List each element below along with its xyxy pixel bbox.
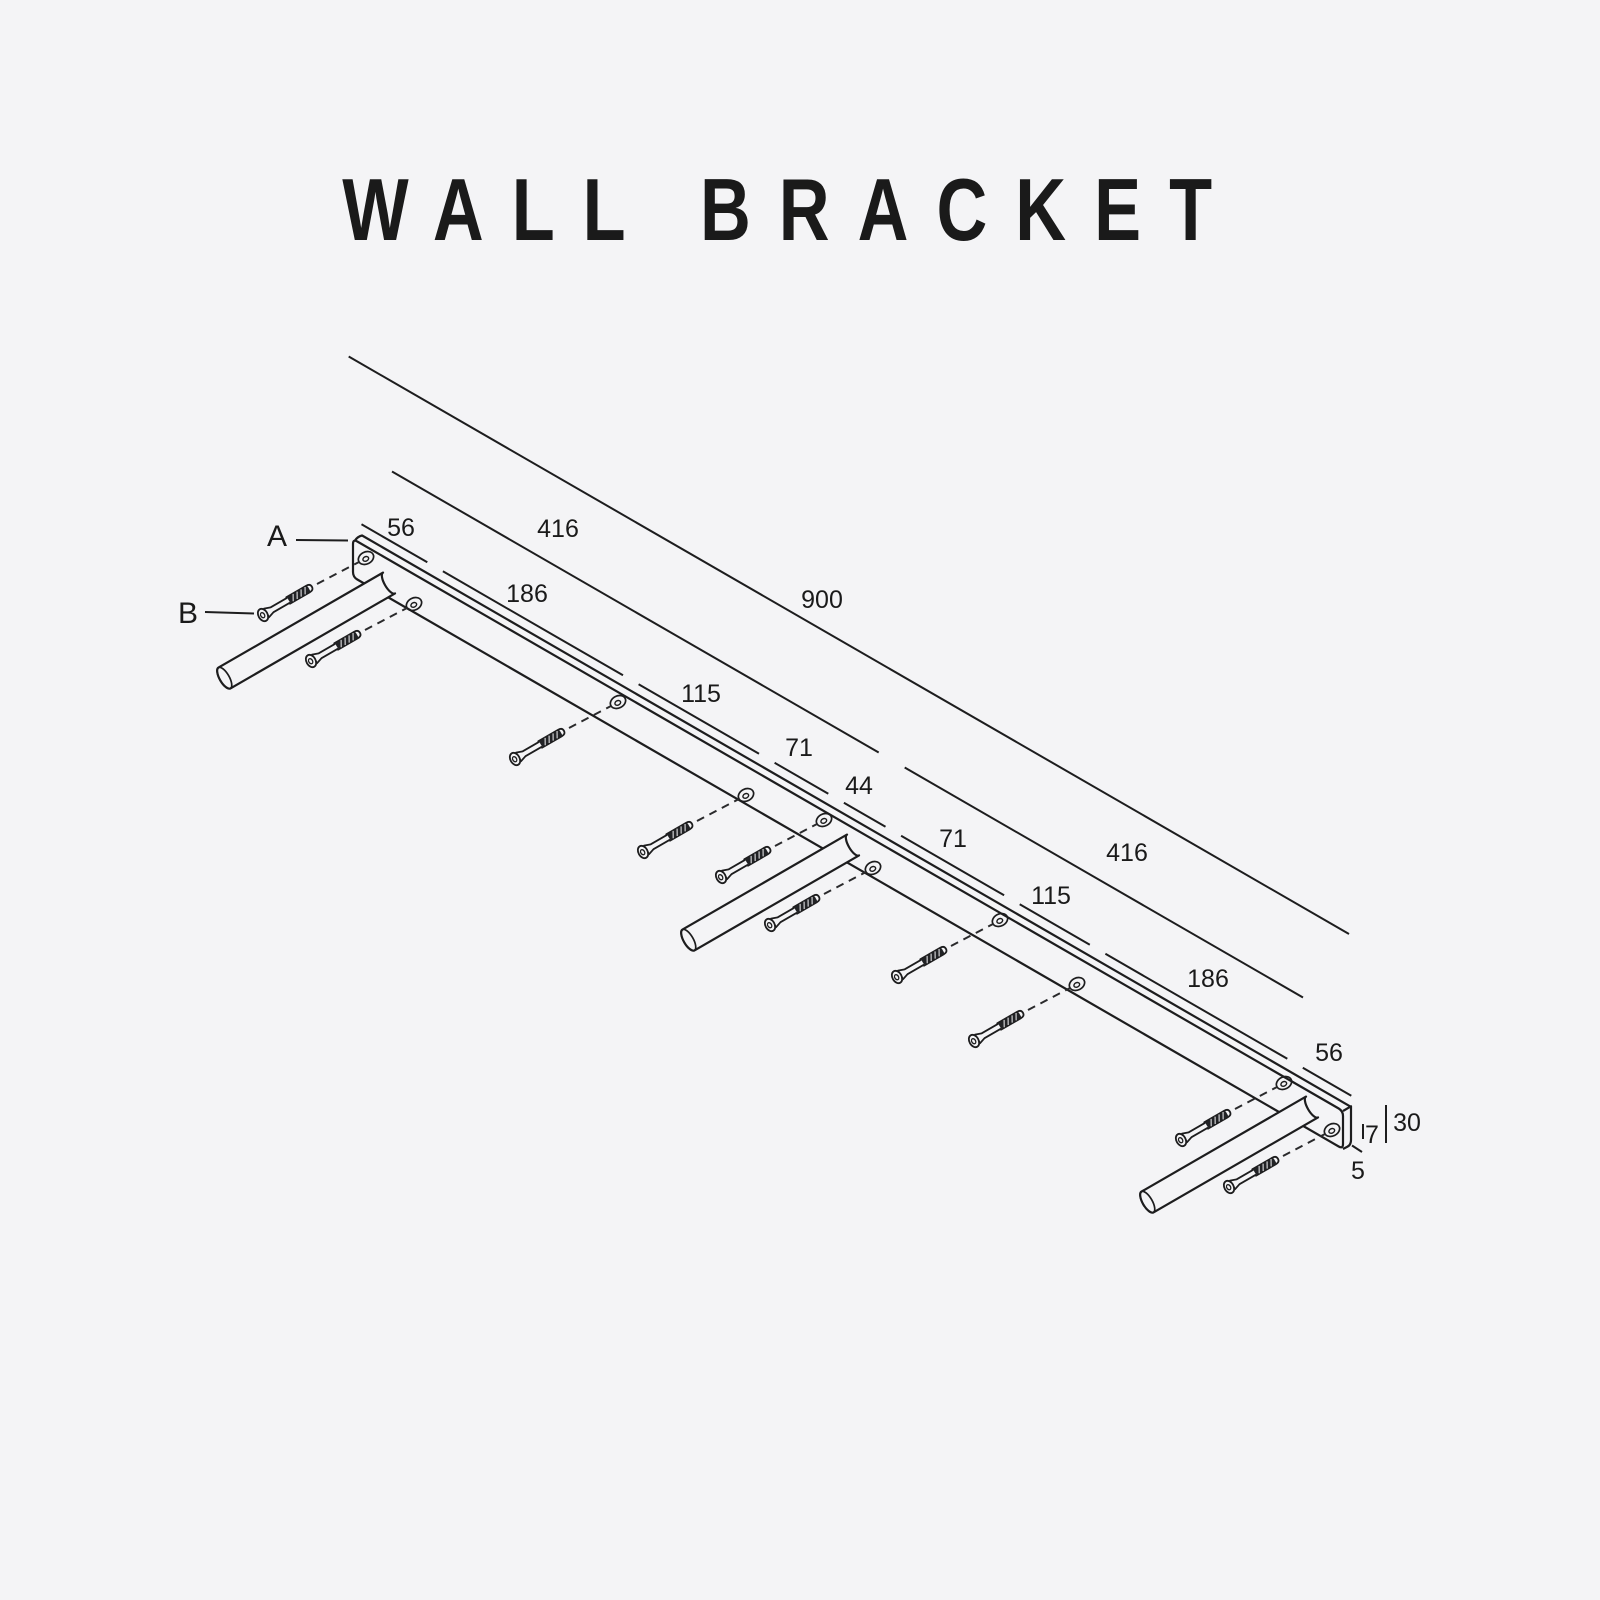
part-label-leaders [204, 539, 349, 615]
rail-top-edge [354, 534, 1351, 1108]
dim-71-right: 71 [939, 825, 967, 853]
part-label-a: A [267, 520, 287, 553]
dim-5-detail: 5 [1351, 1157, 1365, 1185]
screw-4 [634, 817, 697, 861]
dim-900-overall: 900 [801, 586, 843, 614]
dim-186-right: 186 [1187, 965, 1229, 993]
bracket-rail [351, 534, 1353, 1150]
assembly-dashed-lines [316, 561, 1326, 1157]
dim-44-center: 44 [845, 772, 873, 800]
dim-30-height: 30 [1393, 1109, 1421, 1137]
dim-71-left: 71 [785, 734, 813, 762]
part-label-b: B [178, 597, 198, 630]
screw-3 [506, 724, 569, 768]
dim-56-left-edge: 56 [387, 514, 415, 542]
dim-115-right: 115 [1031, 882, 1071, 910]
page-title: WALL BRACKET [342, 160, 1240, 258]
dim-416-right: 416 [1106, 839, 1148, 867]
leader-b [204, 611, 255, 615]
dim-186-left: 186 [506, 580, 548, 608]
screw-9 [1172, 1105, 1235, 1149]
detail-5-tick [1351, 1144, 1363, 1153]
dim-56-right-edge: 56 [1315, 1039, 1343, 1067]
shelf-pegs [213, 571, 1320, 1216]
dimension-texts: 56 186 115 71 44 71 115 186 56 416 416 9… [387, 514, 1421, 1185]
dim-115-left: 115 [681, 680, 721, 708]
rail-end-face [1342, 1105, 1353, 1150]
dim-7-thickness: 7 [1365, 1121, 1379, 1149]
dim-416-left: 416 [537, 515, 579, 543]
screw-5 [712, 842, 775, 886]
leader-a [295, 539, 349, 542]
dimension-lines [348, 355, 1387, 1153]
screw-7 [888, 942, 951, 986]
screw-8 [965, 1006, 1028, 1050]
